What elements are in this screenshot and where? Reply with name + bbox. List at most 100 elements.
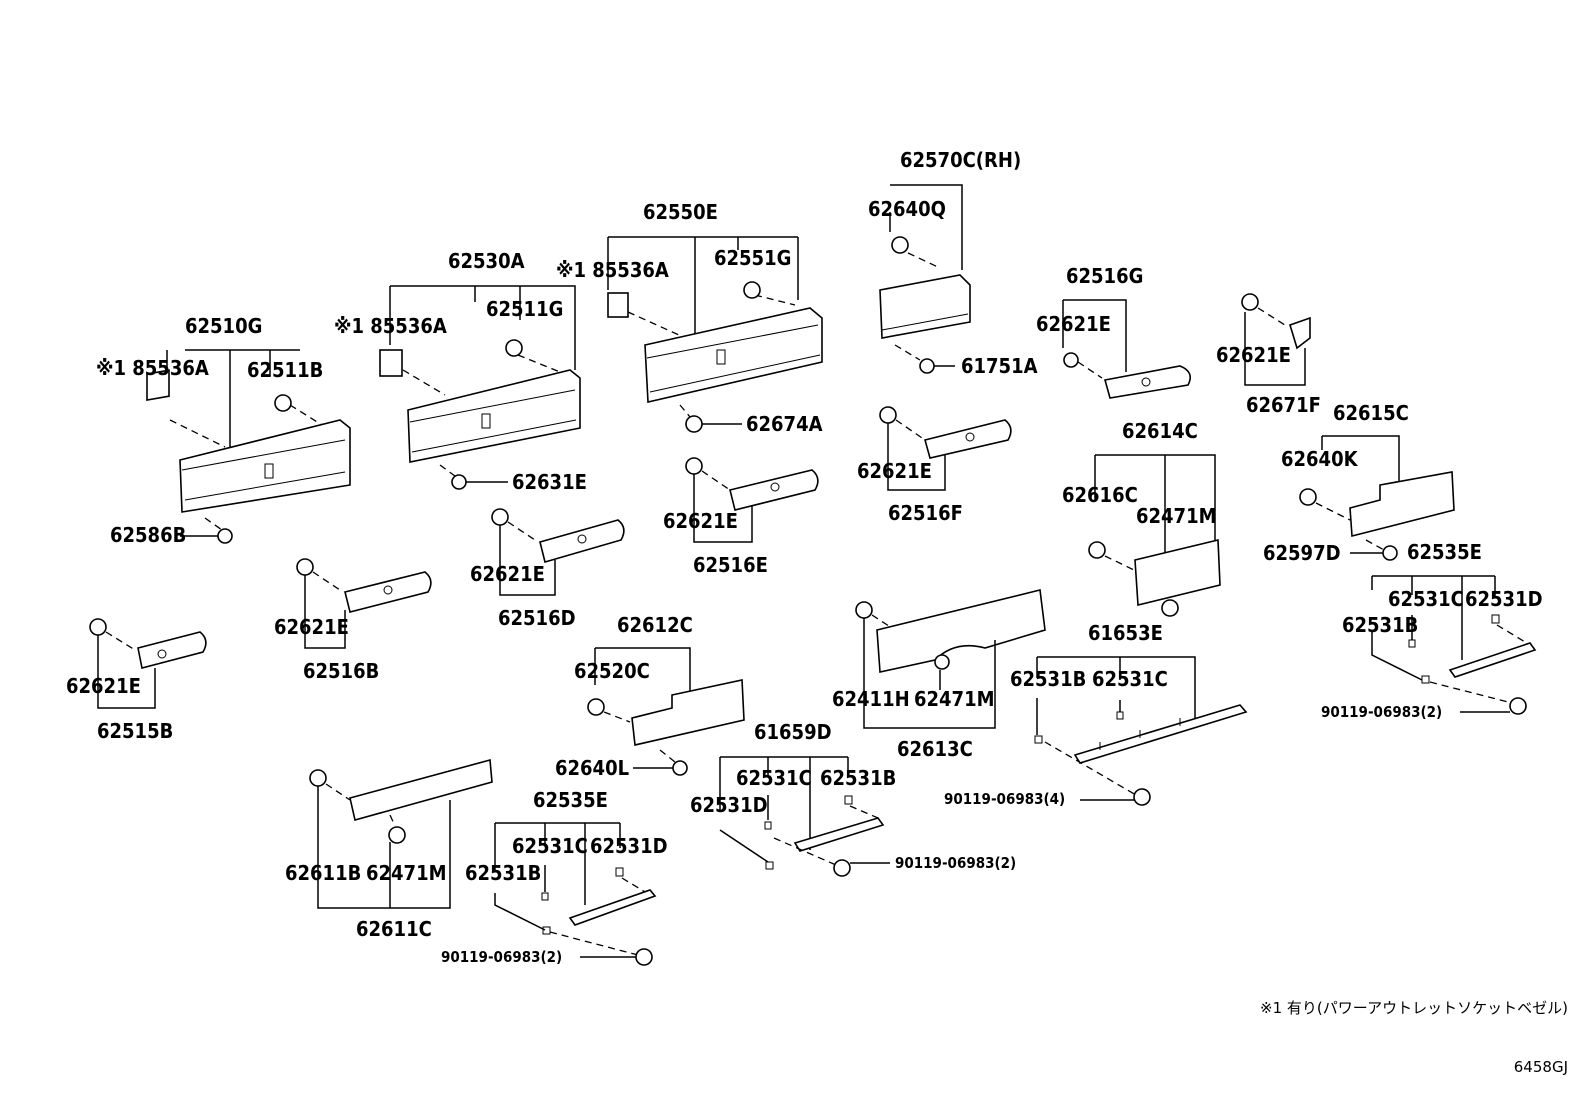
- label-62640K: 62640K: [1281, 447, 1359, 471]
- label-62621E: 62621E: [1216, 343, 1291, 367]
- label-62621E: 62621E: [1036, 312, 1111, 336]
- clip-icon: [296, 558, 314, 576]
- trim-panel-62550E: [644, 307, 823, 403]
- label-62531B: 62531B: [1010, 667, 1086, 691]
- label-85536A: ※1 85536A: [334, 314, 447, 338]
- garnish-62516G: [1103, 365, 1191, 399]
- label-62516G: 62516G: [1066, 264, 1143, 288]
- group-62510G: 62510G ※1 85536A 62511B 62586B: [96, 314, 351, 547]
- label-62615C: 62615C: [1333, 401, 1409, 425]
- clip-icon: [1088, 541, 1106, 559]
- label-62671F: 62671F: [1246, 393, 1321, 417]
- label-62471M: 62471M: [366, 861, 447, 885]
- clip-icon: [1241, 293, 1259, 311]
- trim-panel-62570C: [879, 274, 971, 339]
- clip-icon: [491, 508, 509, 526]
- label-62674A: 62674A: [746, 412, 823, 436]
- clip-icon: [743, 281, 761, 299]
- footnote: ※1 有り(パワーアウトレットソケットベゼル): [1260, 999, 1568, 1017]
- group-62516D: 62621E 62516D: [470, 508, 625, 630]
- label-62611B: 62611B: [285, 861, 361, 885]
- group-62535E-left: 62535E 62531C 62531D 62531B 90119-06983(…: [441, 788, 668, 966]
- label-62515B: 62515B: [97, 719, 173, 743]
- label-62597D: 62597D: [1263, 541, 1341, 565]
- rail-62535E-right: [1448, 642, 1537, 678]
- label-62614C: 62614C: [1122, 419, 1198, 443]
- clip-icon: [388, 826, 406, 844]
- label-62516E: 62516E: [693, 553, 768, 577]
- screw-icon: [833, 859, 851, 877]
- label-62516D: 62516D: [498, 606, 576, 630]
- group-62611C: 62611B 62471M 62611C: [285, 758, 493, 941]
- label-62531D: 62531D: [1465, 587, 1543, 611]
- group-62614C: 62614C 62616C 62471M: [1062, 419, 1221, 617]
- screw-icon: [1133, 788, 1151, 806]
- label-62531C: 62531C: [1388, 587, 1464, 611]
- label-62621E: 62621E: [857, 459, 932, 483]
- rail-61653E: [1073, 704, 1248, 764]
- label-62510G: 62510G: [185, 314, 262, 338]
- panel-62613C: [876, 589, 1046, 673]
- group-62615C: 62615C 62640K 62597D: [1263, 401, 1455, 565]
- clip-icon: [505, 339, 523, 357]
- group-62515B: 62621E 62515B: [66, 618, 207, 743]
- figure-code: 6458GJ: [1514, 1058, 1568, 1076]
- socket-bezel-part: [146, 369, 170, 402]
- label-90119-06983-2: 90119-06983(2): [441, 948, 562, 966]
- group-62516F: 62621E 62516F: [857, 406, 1012, 525]
- label-62531D: 62531D: [690, 793, 768, 817]
- clip-icon: [1161, 599, 1179, 617]
- group-62516G: 62516G 62621E: [1036, 264, 1191, 399]
- clip-icon: [685, 457, 703, 475]
- label-62531B: 62531B: [1342, 613, 1418, 637]
- garnish-62516E: [729, 469, 819, 511]
- label-61659D: 61659D: [754, 720, 832, 744]
- label-90119-06983-4: 90119-06983(4): [944, 790, 1065, 808]
- label-85536A: ※1 85536A: [96, 356, 209, 380]
- garnish-62516D: [539, 519, 625, 563]
- label-62586B: 62586B: [110, 523, 186, 547]
- label-61751A: 61751A: [961, 354, 1038, 378]
- group-61659D: 61659D 62531C 62531B 62531D 90119-06983(…: [690, 720, 1016, 877]
- label-62531C: 62531C: [512, 834, 588, 858]
- clip-icon: [891, 236, 909, 254]
- clip-icon: [89, 618, 107, 636]
- label-62531B: 62531B: [465, 861, 541, 885]
- label-85536A: ※1 85536A: [556, 258, 669, 282]
- panel-62611C: [349, 758, 493, 821]
- rail-61659D: [793, 817, 885, 852]
- label-62511G: 62511G: [486, 297, 563, 321]
- rail-62535E: [568, 889, 657, 926]
- screw-icon: [635, 948, 653, 966]
- label-62621E: 62621E: [274, 615, 349, 639]
- clip-icon: [672, 760, 688, 776]
- label-62640Q: 62640Q: [868, 197, 946, 221]
- clip-icon: [685, 415, 703, 433]
- label-62471M: 62471M: [914, 687, 995, 711]
- clip-icon: [587, 698, 605, 716]
- clip-icon: [217, 528, 233, 544]
- label-62531C: 62531C: [1092, 667, 1168, 691]
- label-62570C: 62570C(RH): [900, 148, 1021, 172]
- label-90119-06983-2: 90119-06983(2): [895, 854, 1016, 872]
- label-62531D: 62531D: [590, 834, 668, 858]
- trim-panel-62530A: [407, 369, 581, 463]
- group-62535E-right: 62535E 62531C 62531D 62531B 90119-06983(…: [1321, 540, 1543, 721]
- group-62516B: 62621E 62516B: [274, 558, 432, 683]
- label-90119-06983-2: 90119-06983(2): [1321, 703, 1442, 721]
- label-62520C: 62520C: [574, 659, 650, 683]
- clip-icon: [309, 769, 327, 787]
- garnish-62515B: [137, 631, 207, 669]
- label-62531B: 62531B: [820, 766, 896, 790]
- bracket-62671F: [1289, 316, 1311, 350]
- label-62531C: 62531C: [736, 766, 812, 790]
- label-62612C: 62612C: [617, 613, 693, 637]
- panel-62612C: [631, 679, 745, 746]
- group-62530A: 62530A ※1 85536A 62511G 62631E: [334, 249, 587, 494]
- group-62550E: 62550E ※1 85536A 62551G 62674A: [556, 200, 823, 436]
- label-62516F: 62516F: [888, 501, 963, 525]
- label-62535E: 62535E: [1407, 540, 1482, 564]
- garnish-62516F: [924, 419, 1012, 459]
- clip-icon: [1299, 488, 1317, 506]
